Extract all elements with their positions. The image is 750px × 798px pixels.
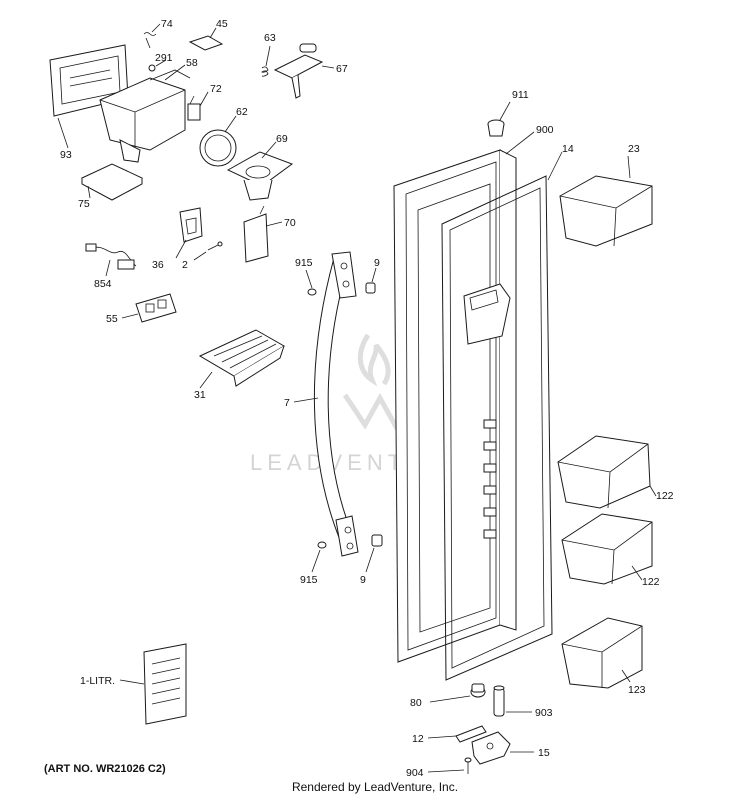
callout-9-lower: 9 (360, 574, 366, 586)
callout-2: 2 (182, 259, 188, 271)
part-67-bracket (273, 43, 324, 99)
callout-62: 62 (236, 106, 248, 118)
part-915-plug-lower (317, 541, 327, 549)
part-63-spring (261, 66, 269, 77)
part-45-bracket (188, 35, 224, 51)
callout-9-upper: 9 (374, 257, 380, 269)
callout-55: 55 (106, 313, 118, 325)
part-915-plug-upper (307, 288, 317, 296)
part-74-spring (143, 32, 157, 49)
part-14-door-gasket (441, 175, 553, 681)
callout-854: 854 (94, 278, 112, 290)
part-903-pin (493, 685, 505, 717)
callout-63: 63 (264, 32, 276, 44)
part-2-pin (207, 241, 223, 251)
callout-93: 93 (60, 149, 72, 161)
callout-903: 903 (535, 707, 553, 719)
part-75-drip-tray (80, 163, 144, 201)
part-31-drip-grille (198, 329, 285, 387)
part-911-cap (487, 119, 505, 137)
callout-122-upper: 122 (656, 490, 674, 502)
callout-80: 80 (410, 697, 422, 709)
callout-7: 7 (284, 397, 290, 409)
callout-12: 12 (412, 733, 424, 745)
part-12-shim (455, 725, 487, 743)
part-15-hinge (471, 731, 511, 765)
part-122-door-bin-lower (561, 513, 653, 585)
part-7-door-handle (313, 251, 359, 557)
part-36-actuator (179, 207, 203, 243)
callout-15: 15 (538, 747, 550, 759)
part-900-door-assembly (393, 149, 517, 663)
callout-74: 74 (161, 18, 173, 30)
part-904-screw (464, 757, 472, 774)
part-1-litr-literature (143, 643, 187, 725)
callout-31: 31 (194, 389, 206, 401)
callout-23: 23 (628, 143, 640, 155)
callout-72: 72 (210, 83, 222, 95)
callout-70: 70 (284, 217, 296, 229)
rendered-by-credit: Rendered by LeadVenture, Inc. (291, 780, 459, 794)
door-shelf-rails (483, 419, 497, 539)
part-80-bushing (470, 683, 486, 698)
part-55-control-board (135, 293, 177, 323)
part-9-screw-upper (365, 282, 376, 294)
callout-36: 36 (152, 259, 164, 271)
part-122-door-bin-upper (557, 435, 651, 509)
callout-122-lower: 122 (642, 576, 660, 588)
callout-67: 67 (336, 63, 348, 75)
callout-123: 123 (628, 684, 646, 696)
art-number: (ART NO. WR21026 C2) (44, 763, 166, 775)
callout-904: 904 (406, 767, 424, 779)
part-69-ice-chute (226, 151, 294, 201)
part-72-switch (187, 95, 201, 121)
callout-900: 900 (536, 124, 554, 136)
part-58-dispenser-housing (99, 69, 191, 163)
part-291-screw (148, 64, 156, 72)
callout-915-upper: 915 (295, 257, 313, 269)
callout-291: 291 (155, 52, 173, 64)
part-62-ring (199, 129, 237, 167)
part-23-door-bin (559, 175, 653, 247)
part-9-screw-lower (371, 534, 383, 547)
callout-911: 911 (512, 89, 529, 101)
callout-58: 58 (186, 57, 198, 69)
callout-915-lower: 915 (300, 574, 318, 586)
callout-45: 45 (216, 18, 228, 30)
callout-14: 14 (562, 143, 574, 155)
part-123-door-bin-bottom (561, 617, 643, 689)
callout-1-litr: 1-LITR. (80, 675, 115, 687)
part-70-module (243, 205, 269, 263)
callout-69: 69 (276, 133, 288, 145)
part-854-wire-harness (85, 243, 137, 270)
callout-75: 75 (78, 198, 90, 210)
